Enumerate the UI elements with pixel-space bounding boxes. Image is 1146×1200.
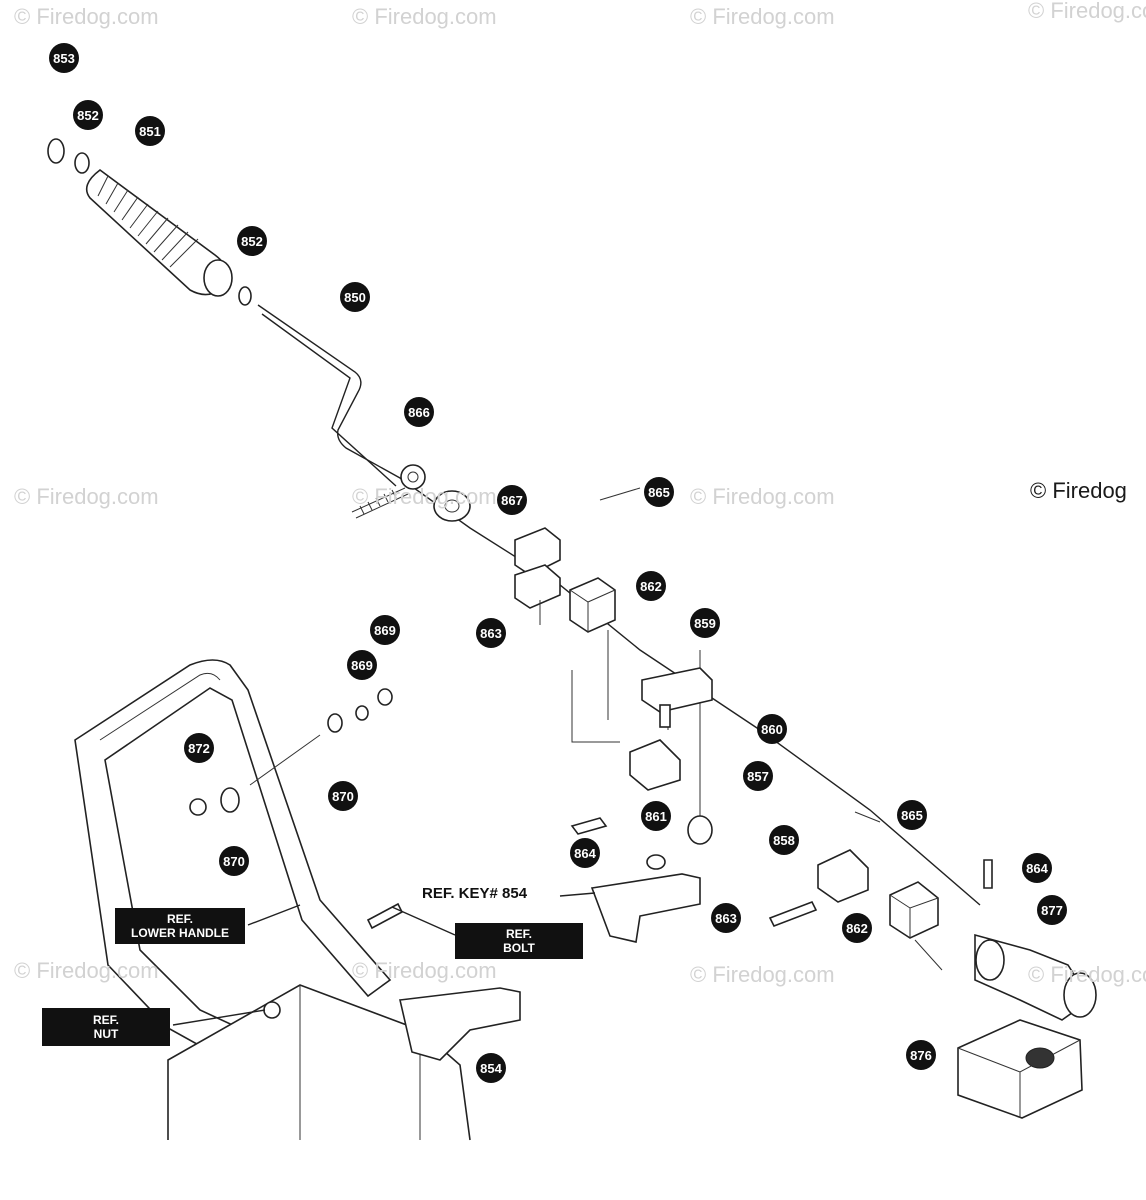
callout-857: 857: [743, 761, 773, 791]
callout-870: 870: [219, 846, 249, 876]
callout-872: 872: [184, 733, 214, 763]
bracket-upper-shape: [514, 527, 561, 576]
callout-866: 866: [404, 397, 434, 427]
watermark: © Firedog.com: [352, 958, 497, 983]
watermark: © Firedog.com: [352, 4, 497, 29]
watermark: © Firedog.com: [690, 4, 835, 29]
watermark: © Firedog.com: [1028, 962, 1146, 987]
bolt-863-shape: [768, 900, 818, 928]
callout-853: 853: [49, 43, 79, 73]
washer-870-shape: [327, 713, 343, 733]
watermark: © Firedog.com: [14, 4, 159, 29]
callout-877: 877: [1037, 895, 1067, 925]
callout-869: 869: [370, 615, 400, 645]
handle-grip-shape: [85, 169, 233, 297]
callout-870: 870: [328, 781, 358, 811]
washer-867-shape: [433, 490, 471, 522]
bracket-854b-shape: [399, 987, 521, 1061]
washer-852-shape: [74, 152, 90, 174]
ref-bolt-shape: [366, 902, 404, 930]
bracket-859-shape: [641, 667, 713, 713]
callout-865: 865: [644, 477, 674, 507]
ref-nut-line2: NUT: [93, 1027, 119, 1041]
ref-nut-line1: REF.: [92, 1013, 119, 1027]
pin-864b-shape: [983, 859, 993, 889]
bracket-middle-shape: [629, 739, 681, 791]
pin-864-shape: [570, 817, 608, 835]
ref-lower-handle-label: REF. LOWER HANDLE: [115, 908, 245, 944]
callout-851: 851: [135, 116, 165, 146]
callout-864: 864: [570, 838, 600, 868]
callout-863: 863: [476, 618, 506, 648]
callout-865: 865: [897, 800, 927, 830]
watermark: © Firedog.com: [690, 962, 835, 987]
watermark-large: © Firedog: [1030, 478, 1127, 503]
washer-857-shape: [687, 815, 713, 845]
bracket-854-shape: [590, 873, 701, 943]
deck-frame-shape: [167, 984, 471, 1141]
watermark: © Firedog.com: [352, 484, 497, 509]
callout-852: 852: [73, 100, 103, 130]
block-862b-shape: [889, 881, 939, 939]
callout-852: 852: [237, 226, 267, 256]
ref-bolt-line2: BOLT: [503, 941, 535, 955]
callout-862: 862: [842, 913, 872, 943]
callout-854: 854: [476, 1053, 506, 1083]
callout-858: 858: [769, 825, 799, 855]
nut-869-shape: [355, 705, 369, 721]
watermark: © Firedog.com: [1028, 0, 1146, 23]
mount-876-shape: [957, 1019, 1083, 1119]
callout-863: 863: [711, 903, 741, 933]
ref-nut-shape: [263, 1001, 281, 1019]
ref-bolt-label: REF. BOLT: [455, 923, 583, 959]
assembly-guide-lines: [571, 630, 701, 820]
ref-leaders: [172, 892, 596, 1026]
callout-860: 860: [757, 714, 787, 744]
watermark: © Firedog.com: [14, 484, 159, 509]
washer-852b-shape: [238, 286, 252, 306]
nut-869b-shape: [377, 688, 393, 706]
ref-key-854-label: REF. KEY# 854: [422, 885, 528, 902]
bracket-lower-right-shape: [817, 849, 869, 903]
ref-bolt-line1: REF.: [505, 927, 532, 941]
callout-861: 861: [641, 801, 671, 831]
callout-867: 867: [497, 485, 527, 515]
watermark: © Firedog.com: [14, 958, 159, 983]
block-862-shape: [569, 577, 616, 633]
callout-876: 876: [906, 1040, 936, 1070]
callout-864: 864: [1022, 853, 1052, 883]
shift-rod-shape: [257, 304, 981, 906]
eyelet-866-shape: [400, 464, 426, 490]
nut-861-shape: [646, 854, 666, 870]
callout-862: 862: [636, 571, 666, 601]
watermark: © Firedog.com: [690, 484, 835, 509]
callout-850: 850: [340, 282, 370, 312]
callout-859: 859: [690, 608, 720, 638]
ref-lower-handle-line2: LOWER HANDLE: [131, 926, 229, 940]
threaded-end-shape: [351, 487, 409, 519]
nut-872-shape: [189, 798, 207, 816]
ref-lower-handle-line1: REF.: [166, 912, 193, 926]
ref-nut-label: REF. NUT: [42, 1008, 170, 1046]
callout-869: 869: [347, 650, 377, 680]
washer-870b-shape: [220, 787, 240, 813]
washer-853-shape: [47, 138, 65, 164]
